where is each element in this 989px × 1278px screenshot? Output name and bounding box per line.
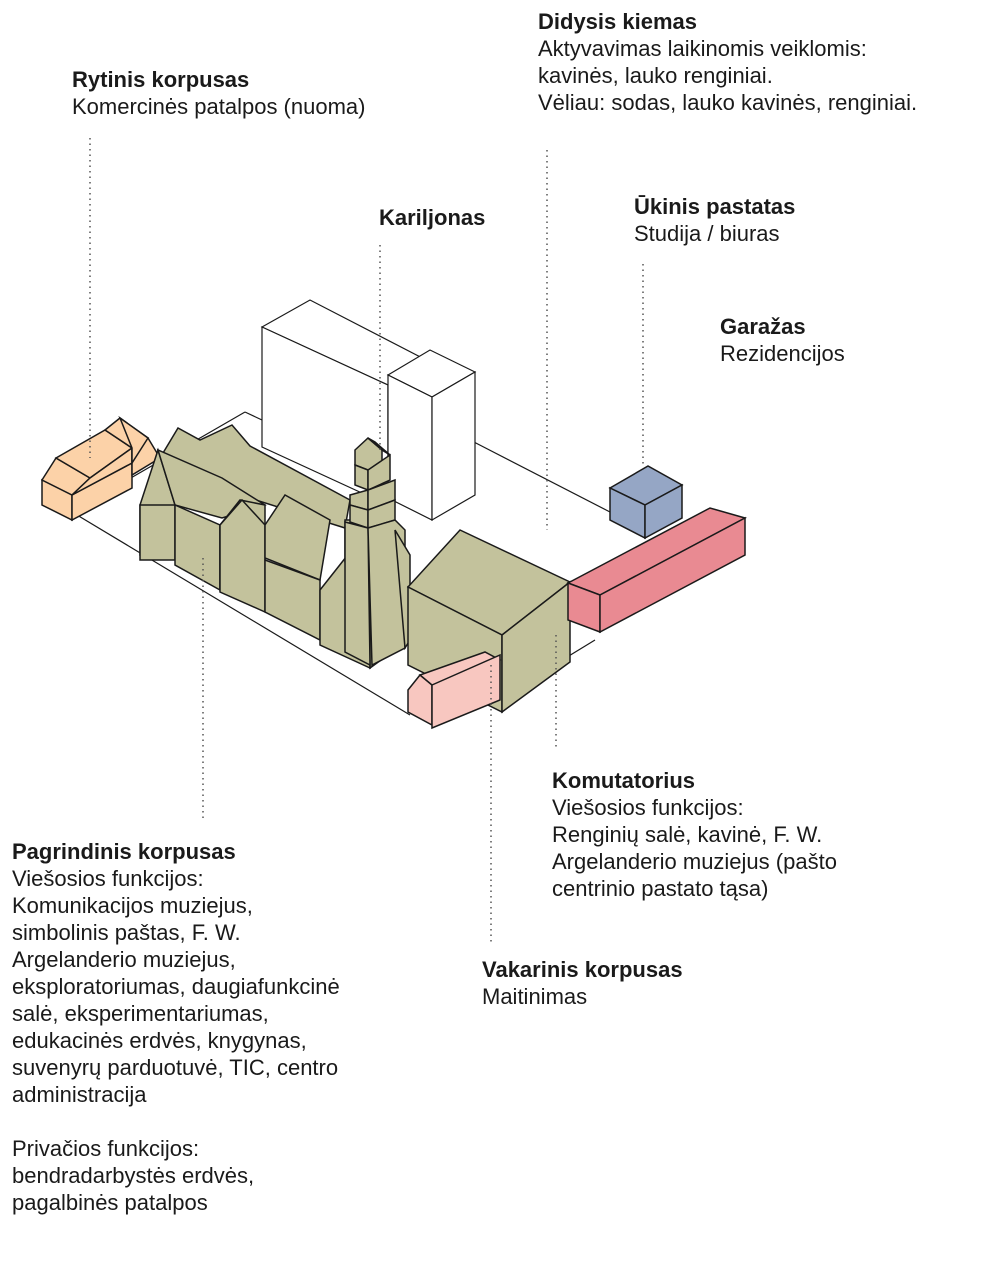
label-title: Komutatorius [552,768,695,793]
label-line: Viešosios funkcijos: [12,866,204,891]
label-line: kavinės, lauko renginiai. [538,63,773,88]
label-line: salė, eksperimentariumas, [12,1001,269,1026]
label-line: Komercinės patalpos (nuoma) [72,94,366,119]
tower [344,436,411,667]
label-didysis-kiemas: Didysis kiemas Aktyvavimas laikinomis ve… [538,8,917,116]
label-line: bendradarbystės erdvės, [12,1163,255,1188]
label-komutatorius: Komutatorius Viešosios funkcijos: Rengin… [552,767,837,902]
label-title: Didysis kiemas [538,9,697,34]
label-spacer [12,1108,340,1135]
leader-lines [89,138,644,942]
label-title: Rytinis korpusas [72,67,250,92]
east-wing-building [40,415,162,522]
label-line: administracija [12,1082,147,1107]
label-line: Aktyvavimas laikinomis veiklomis: [538,36,867,61]
label-line: Maitinimas [482,984,588,1009]
label-kariljonas: Kariljonas [379,204,485,231]
label-line: edukacinės erdvės, knygynas, [12,1028,307,1053]
label-vakarinis-korpusas: Vakarinis korpusas Maitinimas [482,956,683,1010]
label-title: Pagrindinis korpusas [12,839,236,864]
label-line: centrinio pastato tąsa) [552,876,769,901]
label-line: Viešosios funkcijos: [552,795,744,820]
garage-building [566,507,747,634]
label-line: suvenyrų parduotuvė, TIC, centro [12,1055,339,1080]
label-line: Vėliau: sodas, lauko kavinės, renginiai. [538,90,918,115]
label-line: Studija / biuras [634,221,780,246]
utility-building [608,465,684,540]
label-rytinis-korpusas: Rytinis korpusas Komercinės patalpos (nu… [72,66,365,120]
label-line: pagalbinės patalpos [12,1190,208,1215]
kariljonas-tall-block [386,349,477,522]
label-line: Argelanderio muziejus (pašto [552,849,837,874]
label-line: eksploratoriumas, daugiafunkcinė [12,974,340,999]
label-line: Privačios funkcijos: [12,1136,200,1161]
label-pagrindinis-korpusas: Pagrindinis korpusas Viešosios funkcijos… [12,838,340,1216]
label-garazas: Garažas Rezidencijos [720,313,845,367]
label-title: Ūkinis pastatas [634,194,796,219]
label-title: Kariljonas [379,205,486,230]
label-line: Rezidencijos [720,341,845,366]
label-line: Renginių salė, kavinė, F. W. [552,822,823,847]
label-line: Argelanderio muziejus, [12,947,236,972]
label-line: Komunikacijos muziejus, [12,893,253,918]
label-line: simbolinis paštas, F. W. [12,920,241,945]
label-ukinis-pastatas: Ūkinis pastatas Studija / biuras [634,193,795,247]
west-wing-building [407,651,502,730]
label-title: Vakarinis korpusas [482,957,683,982]
label-title: Garažas [720,314,806,339]
